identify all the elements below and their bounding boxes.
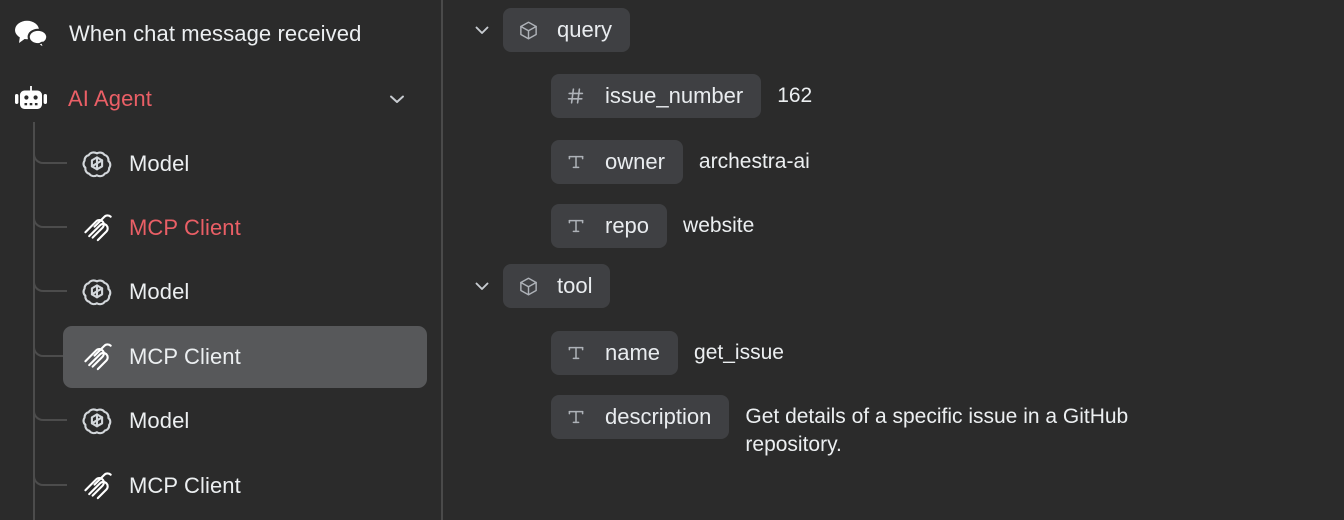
chevron-down-icon[interactable] xyxy=(469,20,495,40)
tree-node-trigger-label: When chat message received xyxy=(69,21,362,46)
group-name: query xyxy=(557,17,613,42)
field-value: Get details of a specific issue in a Git… xyxy=(745,405,1135,456)
tree-elbow-3 xyxy=(33,270,67,292)
text-icon xyxy=(565,343,587,363)
mcp-icon xyxy=(81,470,113,502)
openai-icon xyxy=(81,276,113,308)
chat-bubbles-icon xyxy=(14,19,48,49)
panel-divider xyxy=(441,0,443,520)
chevron-down-icon[interactable] xyxy=(469,276,495,296)
tree-child-label: MCP Client xyxy=(129,344,241,369)
robot-icon xyxy=(14,84,48,114)
field-pill[interactable]: description xyxy=(551,395,730,439)
field-name: repo xyxy=(605,213,650,238)
tree-child-model-2[interactable]: Model xyxy=(63,261,427,323)
workflow-tree-sidebar: When chat message received AI Agent xyxy=(0,0,443,520)
tree-child-mcp-2-selected[interactable]: MCP Client xyxy=(63,326,427,388)
tree-child-mcp-3[interactable]: MCP Client xyxy=(63,455,427,517)
group-pill-query[interactable]: query xyxy=(503,8,631,52)
field-pill[interactable]: repo xyxy=(551,204,668,248)
tree-node-ai-agent-label: AI Agent xyxy=(68,86,152,111)
cube-icon xyxy=(517,20,539,41)
text-icon xyxy=(565,152,587,172)
field-value: get_issue xyxy=(694,341,784,364)
group-name: tool xyxy=(557,273,593,298)
field-name: issue_number xyxy=(605,83,744,108)
detail-field-issue-number[interactable]: issue_number 162 xyxy=(551,74,812,118)
field-pill[interactable]: issue_number xyxy=(551,74,762,118)
tree-node-ai-agent[interactable]: AI Agent xyxy=(14,78,414,120)
field-name: description xyxy=(605,404,712,429)
tree-child-label: MCP Client xyxy=(129,473,241,498)
tree-trunk-line xyxy=(33,122,35,520)
mcp-icon xyxy=(81,341,113,373)
tree-child-model-1[interactable]: Model xyxy=(63,133,427,195)
field-value: archestra-ai xyxy=(698,150,810,173)
tree-elbow-6 xyxy=(33,464,67,486)
chevron-down-icon[interactable] xyxy=(386,88,408,110)
cube-icon xyxy=(517,276,539,297)
tree-child-label: Model xyxy=(129,408,190,433)
tree-elbow-5 xyxy=(33,399,67,421)
tree-child-label: Model xyxy=(129,279,190,304)
field-value: 162 xyxy=(777,84,813,107)
tree-elbow-2 xyxy=(33,206,67,228)
text-icon xyxy=(565,407,587,427)
tree-child-mcp-1[interactable]: MCP Client xyxy=(63,197,427,259)
openai-icon xyxy=(81,148,113,180)
detail-group-tool[interactable]: tool xyxy=(469,264,611,308)
tree-elbow-4 xyxy=(33,335,67,357)
text-icon xyxy=(565,216,587,236)
field-name: name xyxy=(605,340,661,365)
detail-group-query[interactable]: query xyxy=(469,8,631,52)
group-pill-tool[interactable]: tool xyxy=(503,264,611,308)
field-name: owner xyxy=(605,149,665,174)
tree-child-label: MCP Client xyxy=(129,215,241,240)
detail-field-owner[interactable]: owner archestra-ai xyxy=(551,140,810,184)
tree-child-label: Model xyxy=(129,151,190,176)
detail-field-name[interactable]: name get_issue xyxy=(551,331,784,375)
openai-icon xyxy=(81,405,113,437)
parameters-detail-panel: query issue_number 162 xyxy=(443,0,1344,520)
field-pill[interactable]: name xyxy=(551,331,679,375)
hash-icon xyxy=(565,86,587,106)
field-value: website xyxy=(683,214,755,237)
field-pill[interactable]: owner xyxy=(551,140,683,184)
mcp-icon xyxy=(81,212,113,244)
tree-node-trigger[interactable]: When chat message received xyxy=(14,13,361,55)
tree-child-model-3[interactable]: Model xyxy=(63,390,427,452)
detail-field-repo[interactable]: repo website xyxy=(551,204,754,248)
detail-field-description[interactable]: description Get details of a specific is… xyxy=(551,395,1215,459)
tree-elbow-1 xyxy=(33,142,67,164)
